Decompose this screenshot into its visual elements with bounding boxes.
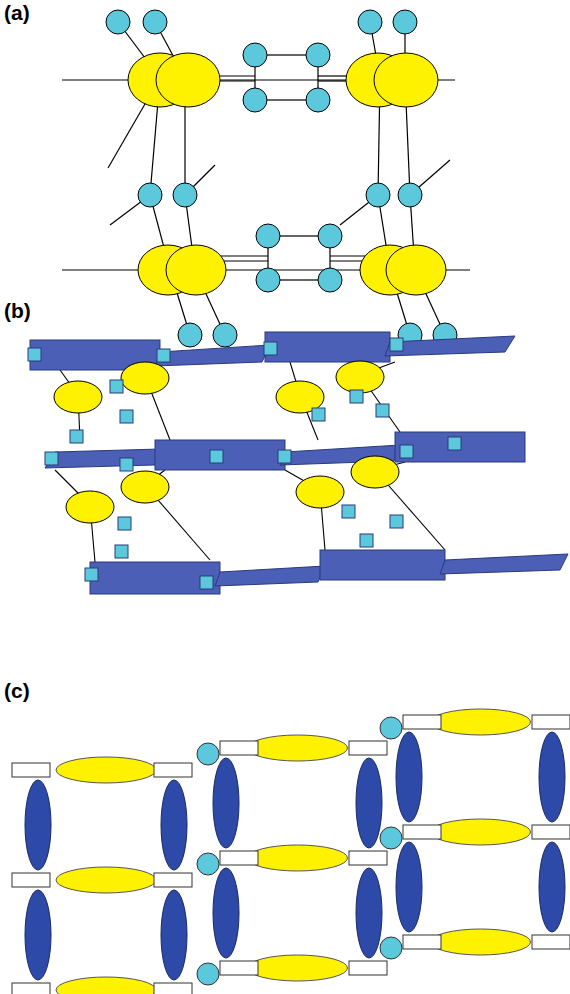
panel-label: (b) — [4, 300, 31, 321]
atom — [197, 853, 219, 875]
layer-ligand — [248, 845, 348, 871]
panel-a-atoms — [106, 10, 457, 347]
metal-node — [154, 983, 192, 994]
pillar-ligand — [213, 758, 239, 848]
pillar-ligand — [396, 842, 422, 932]
panel-b-metal — [54, 361, 399, 523]
pillar-ligand — [25, 890, 51, 980]
metal-node — [532, 825, 570, 839]
metal-node — [349, 851, 387, 865]
metal-node — [154, 873, 192, 887]
metal-node — [403, 825, 441, 839]
layer-ligand — [56, 977, 156, 994]
pillar-ligand — [356, 868, 382, 958]
metal-node — [403, 935, 441, 949]
panel-c-framework — [12, 709, 570, 994]
pillar-ligand — [539, 842, 565, 932]
pillar-ligand — [356, 758, 382, 848]
panel-b-layers — [30, 332, 568, 594]
layer-ligand — [431, 819, 531, 845]
metal-node — [220, 961, 258, 975]
pillar-ligand — [161, 890, 187, 980]
panel-b-atoms — [28, 338, 461, 589]
metal-node — [349, 961, 387, 975]
layer-ligand — [56, 867, 156, 893]
metal-node — [12, 983, 50, 994]
atom — [380, 717, 402, 739]
atom — [380, 937, 402, 959]
atom — [197, 743, 219, 765]
layer-ligand — [431, 929, 531, 955]
metal-node — [220, 741, 258, 755]
panel-a-bonds — [62, 22, 470, 335]
metal-node — [532, 935, 570, 949]
layer-ligand — [56, 757, 156, 783]
metal-node — [220, 851, 258, 865]
panel-a-metal — [128, 53, 446, 295]
pillar-ligand — [213, 868, 239, 958]
pillar-ligand — [161, 780, 187, 870]
metal-node — [12, 873, 50, 887]
panel-label: (c) — [4, 680, 30, 701]
pillar-ligand — [539, 732, 565, 822]
metal-node — [403, 715, 441, 729]
layer-ligand — [248, 955, 348, 981]
pillar-ligand — [396, 732, 422, 822]
pillar-ligand — [25, 780, 51, 870]
panel-label: (a) — [4, 2, 30, 23]
layer-ligand — [248, 735, 348, 761]
layer-ligand — [431, 709, 531, 735]
atom — [380, 827, 402, 849]
atom — [197, 963, 219, 985]
metal-node — [532, 715, 570, 729]
metal-node — [12, 763, 50, 777]
metal-node — [154, 763, 192, 777]
metal-node — [349, 741, 387, 755]
